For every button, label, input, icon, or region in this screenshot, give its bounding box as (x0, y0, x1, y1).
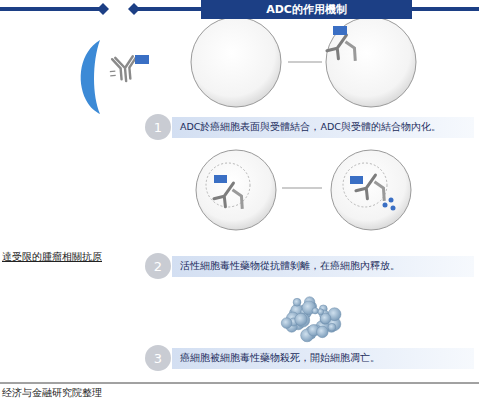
header-bar (0, 7, 104, 11)
drug-dot (383, 203, 388, 208)
step-number: 1 (145, 114, 171, 140)
drug-dot (391, 206, 396, 211)
cell-fragment (312, 308, 318, 314)
drug-payload (214, 175, 227, 183)
node-text: ADC於癌細胞表面與受體結合，ADC與受體的結合物內化。 (180, 121, 441, 134)
annotation-text: 達受限的腫瘤相關抗原 (2, 251, 102, 264)
header-diamond (97, 3, 109, 15)
antibody-on-receptor (327, 31, 365, 67)
step-description: 活性細胞毒性藥物從抗體剝離，在癌細胞內釋放。 (172, 256, 474, 277)
node-text: 3 (154, 351, 162, 366)
cell-fragment (295, 313, 307, 325)
step-number: 3 (145, 345, 171, 371)
step-description: 癌細胞被細胞毒性藥物殺死，開始細胞凋亡。 (172, 348, 474, 369)
step-number: 2 (145, 253, 171, 279)
cancer-cell (196, 150, 276, 230)
cancer-cell (191, 17, 281, 107)
cell-fragment (318, 309, 324, 315)
arrow-line (288, 61, 322, 63)
node-text: 活性細胞毒性藥物從抗體剝離，在癌細胞內釋放。 (180, 260, 400, 273)
node-text: ADC的作用機制 (266, 2, 347, 17)
cancer-cell (326, 17, 416, 107)
arrow-line (282, 187, 322, 189)
drug-payload (333, 26, 347, 35)
step-description: ADC於癌細胞表面與受體結合，ADC與受體的結合物內化。 (172, 117, 474, 138)
cell-fragment (293, 298, 301, 306)
antigen-shape (81, 40, 100, 114)
released-drug (350, 176, 363, 184)
drug-payload (135, 55, 149, 64)
cell-fragment (296, 313, 310, 327)
cancer-cell (331, 150, 411, 230)
endosome (206, 163, 250, 207)
drug-dot (389, 198, 394, 203)
antibody-drug-conjugate (109, 56, 139, 83)
source-note: 经济与金融研究院整理 (2, 387, 102, 400)
apoptotic-cell (281, 297, 341, 342)
node-text: 2 (154, 259, 162, 274)
header-diamond (128, 3, 140, 15)
node-text: 1 (154, 120, 162, 135)
cell-fragment (317, 326, 329, 338)
cell-fragment (328, 323, 336, 331)
internalized-conjugate (214, 179, 252, 215)
node-text: 癌細胞被細胞毒性藥物殺死，開始細胞凋亡。 (180, 352, 380, 365)
footer-rule (0, 383, 479, 384)
section-header: ADC的作用機制 (201, 0, 412, 19)
cell-fragment (281, 318, 292, 329)
